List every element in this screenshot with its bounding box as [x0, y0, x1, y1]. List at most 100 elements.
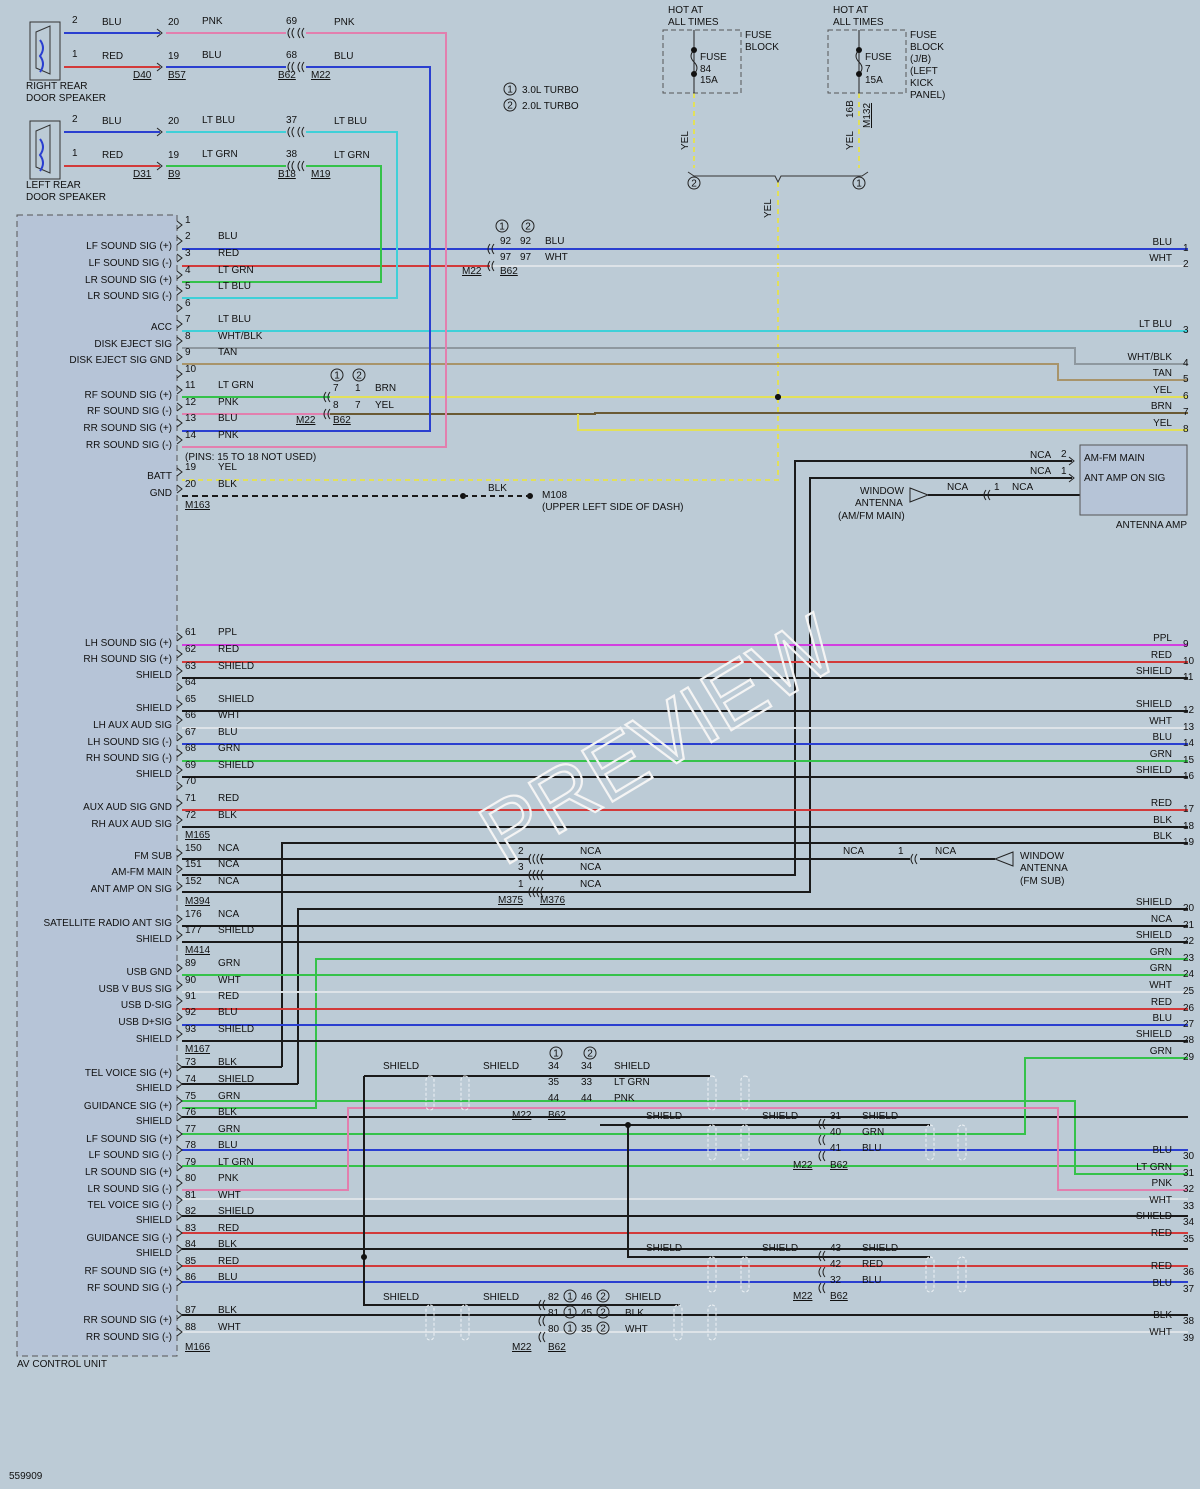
speaker-connector-pin: [297, 27, 305, 39]
unit-wire-color: LT BLU: [218, 314, 251, 325]
output-wire-color: SHIELD: [1136, 1211, 1172, 1222]
fuse-terminal: [856, 47, 862, 53]
unit-pin-number: 152: [185, 876, 202, 887]
output-wire-number: 16: [1183, 771, 1195, 782]
shield-oval: [460, 1075, 470, 1111]
unit-pin-number: 68: [185, 743, 197, 754]
signal-label: SHIELD: [136, 1083, 172, 1094]
inline-connector-id: M376: [540, 895, 565, 906]
signal-label: LR SOUND SIG (-): [88, 1184, 172, 1195]
output-wire-color: NCA: [1151, 914, 1172, 925]
av-control-unit-label: AV CONTROL UNIT: [17, 1359, 107, 1370]
unit-pin-number: 79: [185, 1157, 197, 1168]
window-antenna-label: (AM/FM MAIN): [838, 511, 905, 522]
unit-pin-arrow: [176, 864, 183, 874]
inline-pin: 97: [500, 252, 512, 263]
fuse-block-label: FUSE: [910, 30, 937, 41]
connector-pin: [818, 1250, 826, 1262]
unit-pin-arrow: [176, 1261, 183, 1271]
connector-pin: [538, 1331, 546, 1343]
signal-label: SHIELD: [136, 1248, 172, 1259]
signal-label: SHIELD: [136, 769, 172, 780]
shield-oval: [707, 1256, 717, 1293]
output-wire-number: 9: [1183, 639, 1189, 650]
unit-pin-number: 93: [185, 1024, 197, 1035]
fuse-amps: 15A: [865, 75, 883, 86]
unit-pin-number: 84: [185, 1239, 197, 1250]
unit-pin-number: 6: [185, 298, 191, 309]
unit-wire-color: BLK: [218, 1057, 237, 1068]
inline-connector-id: B62: [500, 266, 518, 277]
output-wire-number: 28: [1183, 1035, 1195, 1046]
unit-wire-color: BLU: [218, 1007, 237, 1018]
output-wire-number: 18: [1183, 821, 1195, 832]
unit-wire-color: BLK: [218, 1239, 237, 1250]
unit-wire-color: LT BLU: [218, 281, 251, 292]
splice-dot: [625, 1122, 631, 1128]
output-wire-color: BLU: [1153, 1278, 1172, 1289]
shield-oval: [707, 1304, 717, 1341]
unit-wire-color: PNK: [218, 397, 239, 408]
unit-pin-number: 61: [185, 627, 197, 638]
unit-wire-color: RED: [218, 1256, 239, 1267]
unit-pin-arrow: [176, 236, 183, 246]
shield-label: SHIELD: [483, 1061, 519, 1072]
output-wire-number: 5: [1183, 374, 1189, 385]
signal-label: TEL VOICE SIG (-): [87, 1200, 172, 1211]
wire-RF-out: [330, 412, 1188, 415]
speaker-wire-color: BLU: [102, 17, 121, 28]
antenna-nca: NCA: [1030, 450, 1051, 461]
speaker-pin: 37: [286, 115, 298, 126]
wire-am-fm-main: [530, 460, 1072, 876]
unit-pin-number: 88: [185, 1322, 197, 1333]
antenna-nca: NCA: [843, 846, 864, 857]
output-wire-number: 32: [1183, 1184, 1195, 1195]
fuse-block-label: PANEL): [910, 90, 945, 101]
fuse-selector-circle: [687, 176, 701, 190]
group-color: LT GRN: [614, 1077, 650, 1088]
speaker-connector-id: D31: [133, 169, 152, 180]
group-connector-id: B62: [548, 1342, 566, 1353]
unit-wire-color: NCA: [218, 876, 239, 887]
signal-label: RF SOUND SIG (+): [84, 390, 172, 401]
signal-label: LR SOUND SIG (+): [85, 275, 172, 286]
shield-oval: [925, 1124, 935, 1161]
fuse-wire-color: YEL: [680, 131, 691, 150]
speaker-label: DOOR SPEAKER: [26, 192, 106, 203]
signal-label: USB V BUS SIG: [99, 984, 173, 995]
unit-pin-number: 92: [185, 1007, 197, 1018]
shapes-layer: [16, 21, 1188, 1357]
splice-dot: [361, 1254, 367, 1260]
speaker-pin: 19: [168, 150, 180, 161]
speaker-connector-pin: [287, 160, 295, 172]
speaker-connector-arrow: [156, 127, 163, 137]
inline-pin: 97: [520, 252, 532, 263]
window-antenna-label: WINDOW: [1020, 851, 1064, 862]
output-wire-number: 34: [1183, 1217, 1195, 1228]
unit-pin-arrow: [176, 1178, 183, 1188]
group-selector: 2: [600, 1324, 606, 1335]
group-color: GRN: [862, 1127, 884, 1138]
connector-pin: [538, 1299, 546, 1311]
output-wire-number: 24: [1183, 969, 1195, 980]
unit-pin-arrow: [176, 848, 183, 858]
output-wire-color: WHT: [1149, 1195, 1172, 1206]
output-wire-color: BRN: [1151, 401, 1172, 412]
speaker-connector-pin: [297, 126, 305, 138]
unit-pin-arrow: [176, 1277, 183, 1287]
window-antenna-label: (FM SUB): [1020, 876, 1064, 887]
wire-guidance: [182, 958, 1188, 1109]
unit-wire-color: SHIELD: [218, 1024, 254, 1035]
output-wire-color: BLU: [1153, 732, 1172, 743]
unit-pin-arrow: [176, 666, 183, 676]
shield-label: SHIELD: [762, 1111, 798, 1122]
group-connector-id: M22: [512, 1342, 532, 1353]
unit-wire-color: SHIELD: [218, 1074, 254, 1085]
shield-oval: [673, 1304, 683, 1341]
antenna-nca: NCA: [935, 846, 956, 857]
unit-pin-number: 14: [185, 430, 197, 441]
output-wire-color: BLK: [1153, 815, 1172, 826]
unit-wire-color: YEL: [218, 462, 237, 473]
speaker-connector-pin: [287, 61, 295, 73]
